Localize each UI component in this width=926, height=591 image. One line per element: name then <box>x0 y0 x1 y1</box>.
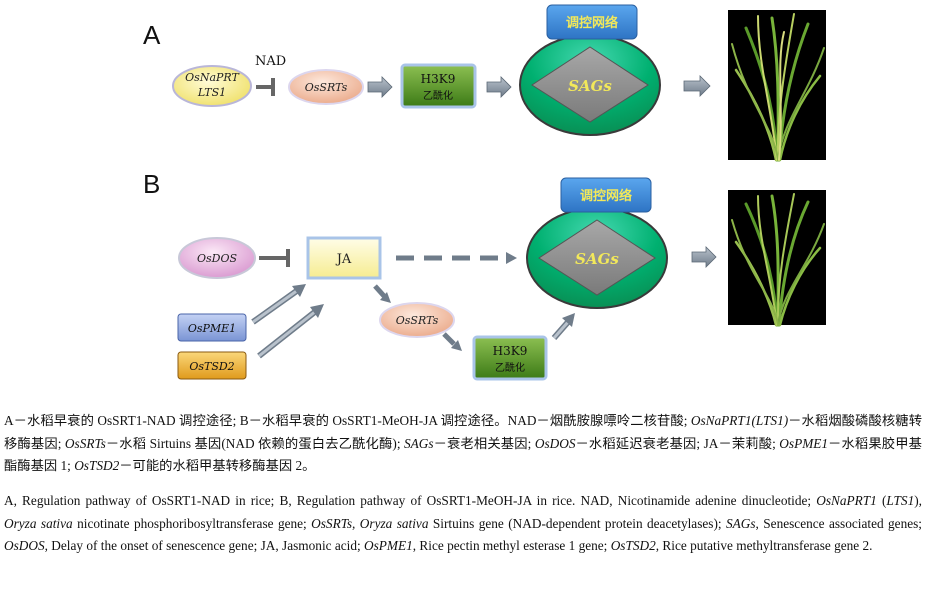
a-inhibition-bar <box>256 78 275 96</box>
b-pme1-name: OsPME1 <box>188 322 236 335</box>
caption-segment: , Senescence associated genes; <box>755 515 923 531</box>
caption-segment: ), <box>914 493 922 508</box>
caption-segment: SAGs <box>404 435 434 451</box>
a-naprt-node: OsNaPRT LTS1 <box>172 65 252 107</box>
caption-segment: OsSRTs <box>64 435 106 451</box>
caption-segment: ( <box>876 493 887 508</box>
a-network-box: 调控网络 <box>546 4 638 40</box>
caption-segment: OsSRTs, Oryza sativa <box>311 515 429 531</box>
b-ja-node: JA <box>306 236 382 280</box>
caption-segment: nicotinate phosphoribosyltransferase gen… <box>72 515 312 531</box>
b-tsd2-node: OsTSD2 <box>177 351 247 380</box>
a-arrow-sags-rice <box>683 75 711 97</box>
b-dos-node: OsDOS <box>178 237 256 279</box>
b-h3k9-sub: 乙酰化 <box>495 361 525 374</box>
a-h3k9-name: H3K9 <box>421 72 456 86</box>
a-sags-node: SAGs <box>519 34 661 136</box>
b-arrow-pme1-ja <box>251 284 306 325</box>
a-arrow-srts-h3k9 <box>367 76 393 98</box>
b-inhibition-bar <box>259 249 290 267</box>
panel-b-label: B <box>143 169 160 199</box>
a-h3k9-sub: 乙酰化 <box>423 89 453 102</box>
caption-segment: A, Regulation pathway of OsSRT1-NAD in r… <box>4 493 817 508</box>
caption-segment: －可能的水稻甲基转移酶基因 2。 <box>119 458 316 473</box>
caption-chinese: A－水稻早衰的 OsSRT1-NAD 调控途径; B－水稻早衰的 OsSRT1-… <box>4 410 922 478</box>
caption-segment: －水稻烟酸磷酸核糖转移酶基因; <box>4 413 922 451</box>
b-sags-node: SAGs <box>526 207 668 309</box>
a-lts1-name: LTS1 <box>197 86 226 99</box>
a-srts-node: OsSRTs <box>288 69 364 105</box>
b-dashed-arrow-ja-sags <box>396 252 517 264</box>
b-arrow-tsd2-ja <box>257 304 324 359</box>
b-arrow-ja-srts <box>373 284 391 303</box>
b-sags-name: SAGs <box>575 250 619 268</box>
caption-segment: , Delay of the onset of senescence gene;… <box>44 538 365 553</box>
caption-segment: , Rice putative methyltransferase gene 2… <box>655 538 873 553</box>
b-rice-plant-image <box>728 190 826 327</box>
a-rice-plant-image <box>728 10 826 162</box>
b-srts-name: OsSRTs <box>396 314 439 327</box>
panel-a-label: A <box>143 20 161 50</box>
caption-segment: －水稻延迟衰老基因; JA－茉莉酸; <box>575 435 780 451</box>
caption-english: A, Regulation pathway of OsSRT1-NAD in r… <box>4 490 922 558</box>
a-nad-label: NAD <box>255 54 286 69</box>
caption-segment: Sirtuins gene (NAD-dependent protein dea… <box>428 515 726 531</box>
a-arrow-h3k9-sags <box>486 76 512 98</box>
a-srts-name: OsSRTs <box>305 81 348 94</box>
caption-segment: OsPME1 <box>779 435 829 451</box>
b-network-name: 调控网络 <box>580 188 632 204</box>
caption-segment: －水稻 Sirtuins 基因(NAD 依赖的蛋白去乙酰化酶); <box>105 435 405 451</box>
b-network-box: 调控网络 <box>560 177 652 213</box>
a-h3k9-node: H3K9 乙酰化 <box>400 63 477 109</box>
pathway-figure: A OsNaPRT LTS1 NAD OsSRTs H3K9 乙酰化 SAGs … <box>143 4 826 381</box>
caption-segment: , Rice pectin methyl esterase 1 gene; <box>412 538 611 553</box>
a-network-name: 调控网络 <box>566 15 618 31</box>
caption-segment: OsPME1 <box>364 538 413 553</box>
b-srts-node: OsSRTs <box>379 302 455 338</box>
b-arrow-srts-h3k9 <box>442 332 462 351</box>
caption-segment: OsNaPRT1 <box>816 493 877 508</box>
caption-segment: OsTSD2 <box>74 458 120 473</box>
caption-segment: －衰老相关基因; <box>433 435 535 451</box>
b-tsd2-name: OsTSD2 <box>189 360 234 373</box>
caption-segment: Oryza sativa <box>4 515 73 531</box>
b-arrow-sags-rice <box>691 246 717 268</box>
b-h3k9-node: H3K9 乙酰化 <box>472 335 548 381</box>
caption-segment: OsDOS <box>4 538 45 553</box>
caption-segment: LTS1 <box>886 493 915 508</box>
caption-segment: OsNaPRT1(LTS1) <box>690 413 789 428</box>
b-ja-name: JA <box>335 252 352 267</box>
b-h3k9-name: H3K9 <box>493 344 528 358</box>
caption-segment: OsDOS <box>534 435 576 451</box>
b-arrow-h3k9-sags <box>551 313 575 340</box>
a-sags-name: SAGs <box>568 77 612 95</box>
caption-segment: SAGs <box>725 515 756 531</box>
caption-segment: A－水稻早衰的 OsSRT1-NAD 调控途径; B－水稻早衰的 OsSRT1-… <box>4 413 691 428</box>
caption-segment: OsTSD2 <box>610 538 656 553</box>
caption-segment: －水稻果胶甲基酯酶基因 1; <box>4 435 922 474</box>
b-pme1-node: OsPME1 <box>177 313 247 342</box>
b-dos-name: OsDOS <box>197 252 238 265</box>
a-naprt-name: OsNaPRT <box>185 71 240 84</box>
